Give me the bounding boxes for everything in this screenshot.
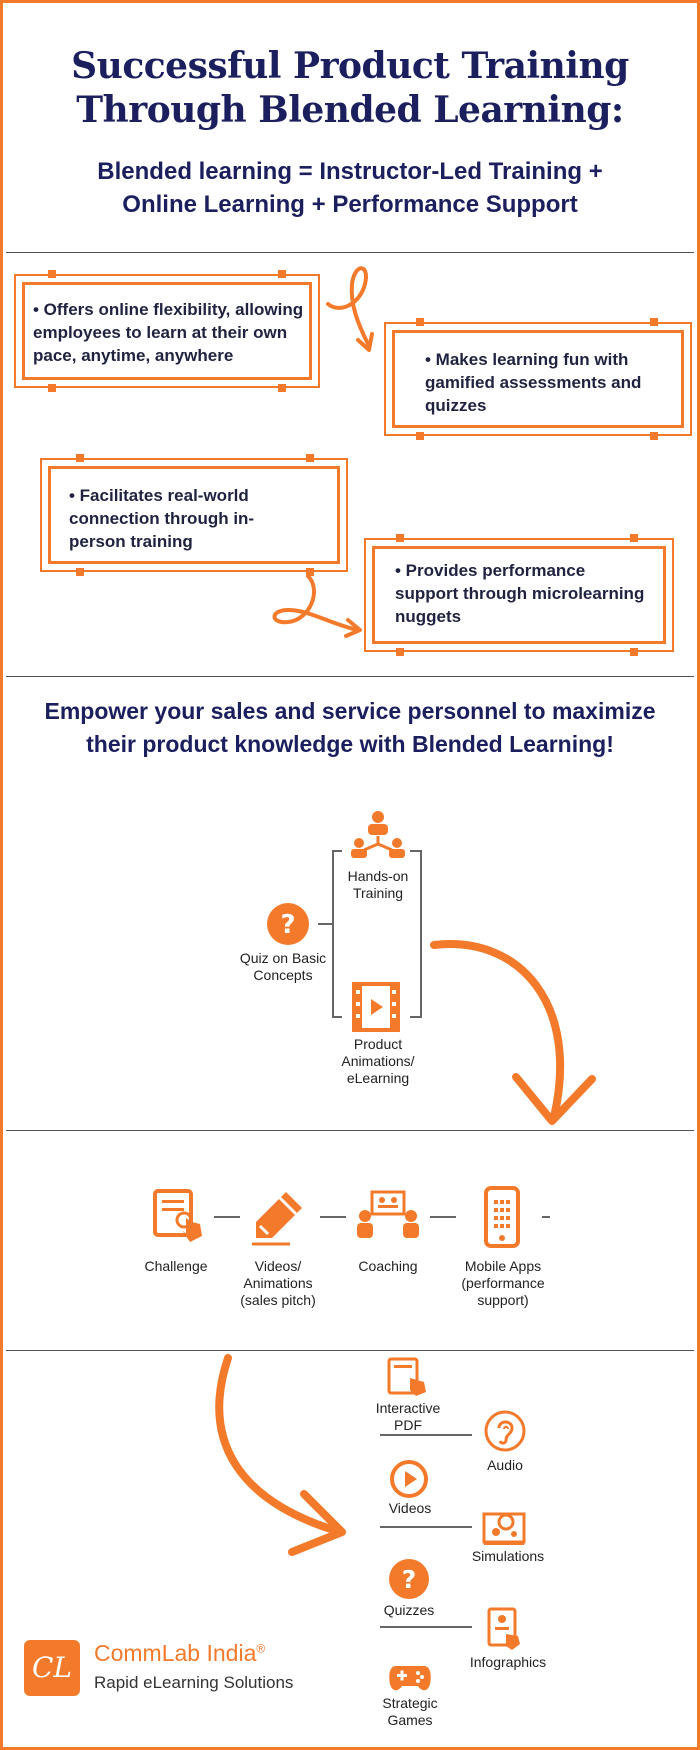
benefit-card: • Offers online flexibility, allowing em… [22, 282, 312, 380]
connector-line [410, 850, 420, 852]
benefit-frame [384, 322, 692, 436]
mobile-apps-label: Mobile Apps (performance support) [461, 1258, 545, 1308]
infographics-label: Infographics [469, 1654, 547, 1670]
curved-arrow-icon [215, 1354, 346, 1556]
commlab-logo: CL [24, 1640, 80, 1696]
subtitle-line2: Online Learning + Performance Support [122, 191, 578, 218]
audio-label: Audio [487, 1457, 523, 1473]
page-title-line1: Successful Product Training [71, 45, 629, 87]
infographics-tablet-icon [487, 1607, 520, 1650]
frame-square [76, 568, 84, 576]
mobile-phone-icon [484, 1186, 520, 1248]
curved-arrow-icon [430, 940, 596, 1125]
frame-square [396, 648, 404, 656]
divider [6, 1350, 694, 1351]
frame-square [306, 568, 314, 576]
connector-line [214, 1216, 240, 1218]
benefit-frame [14, 274, 320, 388]
frame-square [48, 384, 56, 392]
brand-name: CommLab India® [94, 1640, 265, 1667]
svg-text:?: ? [280, 910, 295, 940]
pen-icon [252, 1192, 302, 1246]
divider [6, 1130, 694, 1131]
frame-square [650, 432, 658, 440]
svg-text:?: ? [402, 1565, 417, 1594]
benefit-frame [364, 538, 674, 652]
connector-line [430, 1216, 456, 1218]
benefit-text: • Offers online flexibility, allowing em… [33, 300, 304, 365]
benefit-text: • Provides performance support through m… [395, 561, 645, 626]
frame-square [278, 270, 286, 278]
brand-tagline: Rapid eLearning Solutions [94, 1673, 294, 1692]
frame-square [630, 534, 638, 542]
frame-square [416, 432, 424, 440]
people-network-icon [351, 811, 405, 858]
challenge-label: Challenge [144, 1258, 208, 1274]
benefit-card: • Makes learning fun with gamified asses… [392, 330, 684, 428]
hands-on-label: Hands-on Training [347, 868, 409, 901]
film-play-icon [352, 982, 400, 1032]
subtitle-line1: Blended learning = Instructor-Led Traini… [97, 158, 603, 185]
divider [6, 676, 694, 677]
videos-animations-label: Videos/ Animations (sales pitch) [240, 1258, 316, 1308]
connector-line [410, 1016, 420, 1018]
curly-arrow-icon [326, 266, 374, 352]
videos-label: Videos [388, 1500, 432, 1516]
benefit-text: • Makes learning fun with gamified asses… [425, 350, 642, 415]
audio-ear-icon [484, 1410, 526, 1452]
frame-square [48, 270, 56, 278]
connector-line [542, 1216, 550, 1218]
coaching-label: Coaching [358, 1258, 418, 1274]
frame-square [76, 454, 84, 462]
connector-line [380, 1434, 472, 1436]
quiz-label: Quiz on Basic Concepts [239, 950, 327, 983]
benefit-card: • Facilitates real-world connection thro… [48, 466, 340, 564]
gamepad-icon [389, 1666, 431, 1691]
benefit-frame [40, 458, 348, 572]
touch-screen-icon [153, 1189, 202, 1242]
curly-arrow-icon [272, 574, 362, 638]
brand-name-text: CommLab India [94, 1640, 257, 1666]
connector-line [332, 850, 342, 852]
connector-line [380, 1526, 472, 1528]
interactive-pdf-label: Interactive PDF [375, 1400, 441, 1433]
connector-line [332, 850, 334, 1018]
connector-line [318, 923, 332, 925]
frame-square [630, 648, 638, 656]
simulation-screen-icon [482, 1512, 526, 1545]
frame-square [650, 318, 658, 326]
benefit-text: • Facilitates real-world connection thro… [69, 486, 255, 551]
animations-label: Product Animations/ eLearning [341, 1036, 415, 1086]
strategic-games-label: Strategic Games [382, 1695, 438, 1728]
coaching-icon [357, 1190, 419, 1238]
play-circle-icon [390, 1460, 428, 1498]
page-title-line2: Through Blended Learning: [76, 89, 624, 131]
connector-line [420, 850, 422, 1018]
frame-square [306, 454, 314, 462]
benefit-card: • Provides performance support through m… [372, 546, 666, 644]
registered-mark: ® [256, 1641, 266, 1656]
connector-line [332, 1016, 342, 1018]
divider [6, 252, 694, 253]
simulations-label: Simulations [471, 1548, 545, 1564]
frame-square [416, 318, 424, 326]
connector-line [380, 1626, 472, 1628]
frame-square [396, 534, 404, 542]
connector-line [320, 1216, 346, 1218]
question-icon: ? [389, 1559, 429, 1599]
tagline-line2: their product knowledge with Blended Lea… [86, 731, 614, 757]
touch-screen-icon [387, 1357, 426, 1396]
frame-square [278, 384, 286, 392]
tagline-line1: Empower your sales and service personnel… [44, 698, 656, 724]
question-icon: ? [267, 903, 309, 945]
quizzes-label: Quizzes [383, 1602, 435, 1618]
